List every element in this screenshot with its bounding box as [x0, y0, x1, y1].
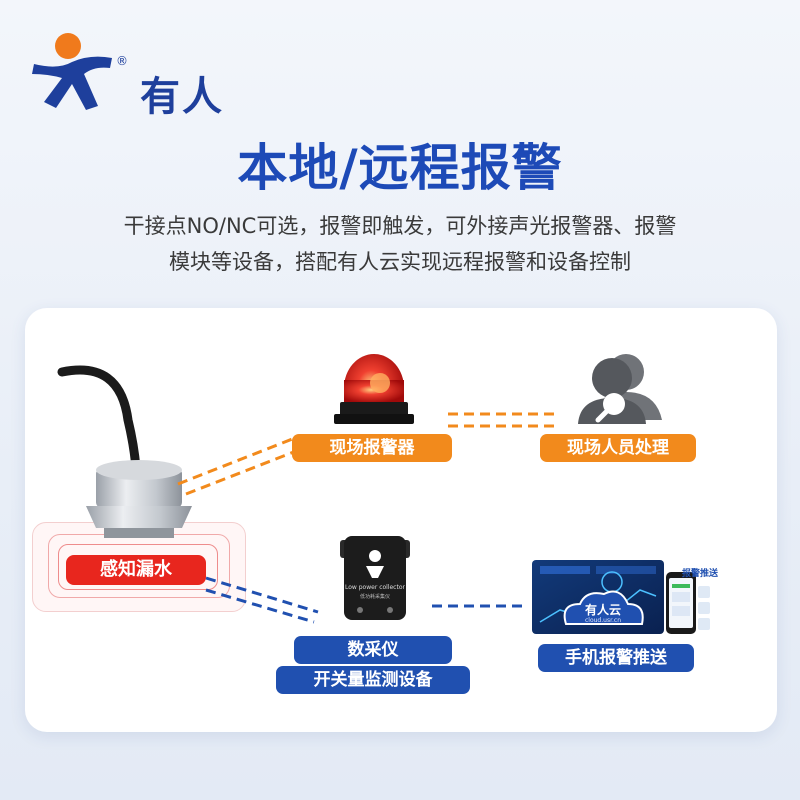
sensor-highlight-inner: [58, 544, 218, 590]
sensor-cable: [57, 365, 141, 473]
connector-alarm-staff: [448, 412, 556, 428]
label-sensor: 感知漏水: [66, 555, 206, 585]
cloud-url: cloud.usr.cn: [585, 617, 621, 624]
brand-logo: ® 有人: [28, 28, 268, 120]
collector-device-sublabel: 低功耗采集仪: [360, 593, 390, 600]
staff-person-icon: [578, 354, 662, 424]
subtitle-line-1: 干接点NO/NC可选，报警即触发，可外接声光报警器、报警: [123, 214, 677, 238]
connector-sensor-alarm: [177, 434, 305, 496]
label-alarm: 现场报警器: [292, 434, 452, 462]
collector-device-label: Low power collector: [345, 584, 405, 591]
label-staff: 现场人员处理: [540, 434, 696, 462]
water-leak-sensor-icon: [86, 460, 192, 538]
cloud-dashboard-icon: 有人云 cloud.usr.cn: [532, 560, 664, 634]
label-switch-device: 开关量监测设备: [276, 666, 470, 694]
alarm-lamp-icon: [334, 354, 414, 424]
label-collector: 数采仪: [294, 636, 452, 664]
cloud-name: 有人云: [585, 602, 621, 617]
phone-icon: [666, 572, 696, 634]
phone-alert-badge: 报警推送: [682, 567, 719, 579]
subtitle-line-2: 模块等设备，搭配有人云实现远程报警和设备控制: [169, 250, 631, 274]
label-push: 手机报警推送: [538, 644, 694, 672]
brand-name: 有人: [140, 74, 224, 120]
collector-device-icon: Low power collector 低功耗采集仪: [340, 536, 410, 620]
page-title: 本地/远程报警: [237, 139, 563, 197]
person-logo-icon: [32, 33, 112, 110]
registered-mark: ®: [116, 54, 128, 68]
phone-side-icons: [698, 586, 710, 630]
connector-sensor-collector: [205, 576, 319, 624]
